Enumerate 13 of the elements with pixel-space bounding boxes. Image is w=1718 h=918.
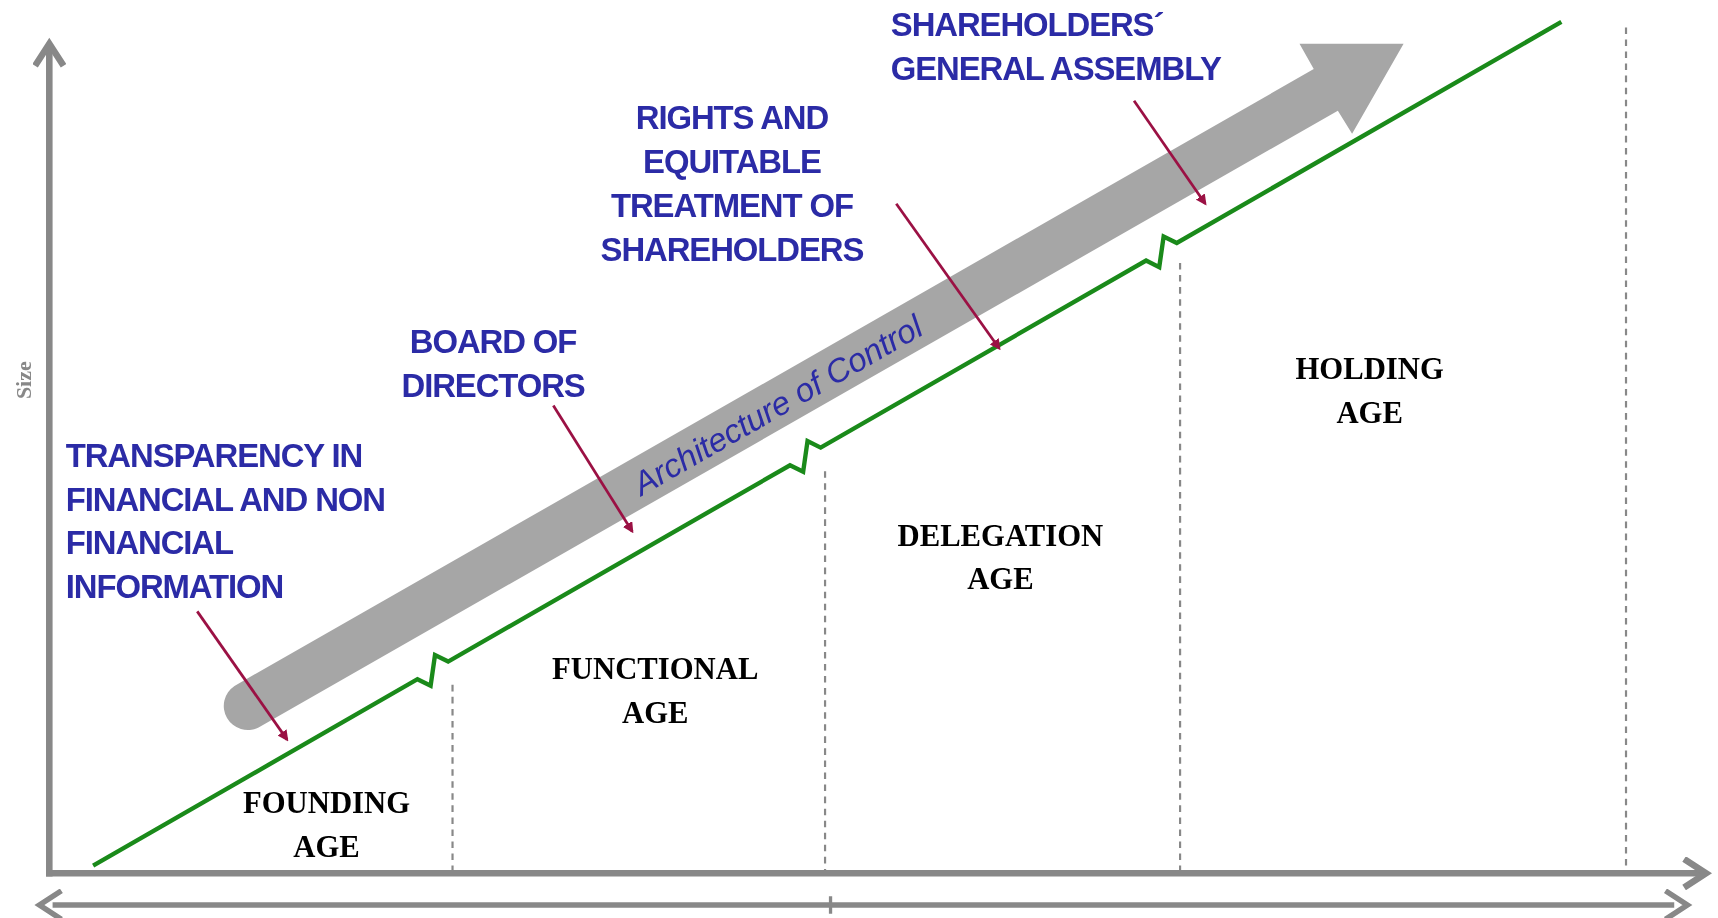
leader-arrow bbox=[895, 203, 1001, 351]
leader-arrow bbox=[552, 404, 634, 534]
leader-arrow bbox=[196, 610, 289, 742]
stage-label: DELEGATION AGE bbox=[896, 517, 1105, 599]
stage-label: FOUNDING AGE bbox=[242, 784, 412, 866]
callout-text: SHAREHOLDERS´ GENERAL ASSEMBLY bbox=[890, 3, 1286, 91]
callout-text: TRANSPARENCY IN FINANCIAL AND NON FINANCIAL INFORMATION bbox=[65, 433, 417, 610]
callout-text: BOARD OF DIRECTORS bbox=[372, 319, 614, 408]
axis-label: Size bbox=[11, 361, 37, 400]
leader-arrow bbox=[1132, 100, 1207, 206]
stage-label: FUNCTIONAL AGE bbox=[551, 650, 760, 732]
callout-text: RIGHTS AND EQUITABLE TREATMENT OF SHAREHOLDERS bbox=[567, 96, 897, 272]
stage-label: HOLDING AGE bbox=[1294, 350, 1445, 432]
